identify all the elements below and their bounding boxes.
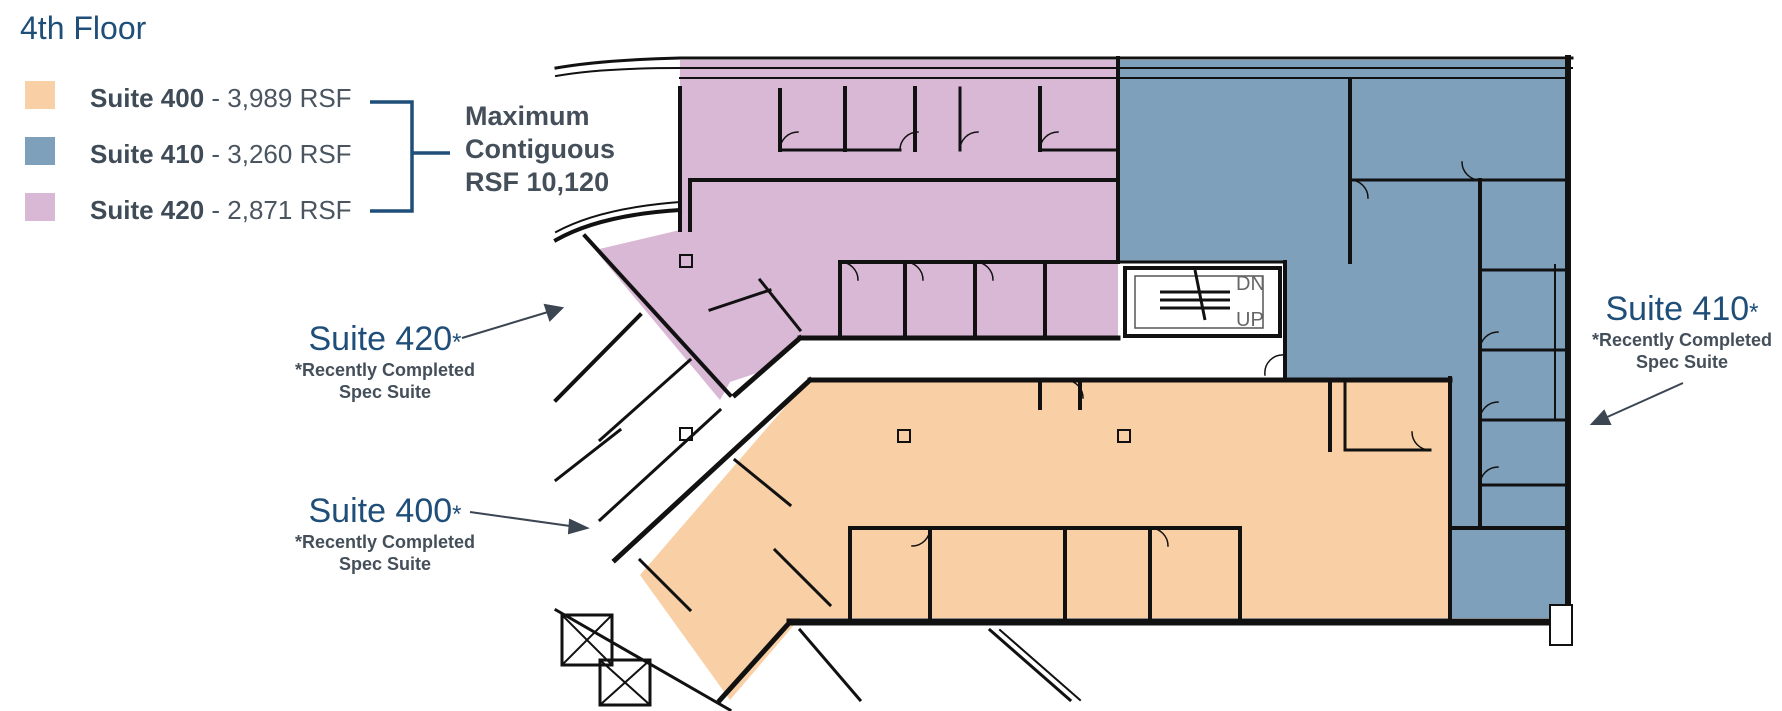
- legend-item-suite-420: Suite 420 - 2,871 RSF: [90, 195, 352, 226]
- max-contiguous-line2: Contiguous: [465, 134, 615, 164]
- legend-name: Suite 400: [90, 83, 205, 113]
- legend-area: 2,871 RSF: [227, 195, 352, 225]
- suite-420-note-line2: Spec Suite: [338, 382, 432, 402]
- suite-410-title: Suite 410: [1605, 290, 1750, 328]
- suite-400-area: [640, 378, 1450, 700]
- suite-420-note-line1: *Recently Completed: [294, 360, 476, 380]
- legend-item-suite-410: Suite 410 - 3,260 RSF: [90, 139, 352, 170]
- suite-400-callout: Suite 400* *Recently Completed Spec Suit…: [280, 492, 490, 575]
- stair-core: [1123, 266, 1282, 338]
- suite-400-note-line1: *Recently Completed: [294, 532, 476, 552]
- suite-420-title: Suite 420: [308, 320, 453, 358]
- suite-410-area: [1118, 60, 1568, 618]
- suite-420-arrow: [461, 311, 549, 339]
- suite-420-callout: Suite 420* *Recently Completed Spec Suit…: [280, 320, 490, 403]
- legend-separator: -: [204, 83, 228, 113]
- max-contiguous-label: Maximum Contiguous RSF 10,120: [465, 100, 615, 199]
- max-contiguous-line1: Maximum: [465, 101, 590, 131]
- suite-420-asterisk: *: [452, 329, 462, 356]
- suite-420-area: [595, 60, 1118, 400]
- legend-swatch-suite-420: [25, 193, 55, 221]
- suite-410-asterisk: *: [1749, 299, 1759, 326]
- suite-410-callout: Suite 410* *Recently Completed Spec Suit…: [1582, 290, 1782, 373]
- suite-400-arrow: [469, 511, 571, 527]
- legend-bracket: [370, 100, 450, 213]
- legend-swatch-suite-400: [25, 81, 55, 109]
- max-contiguous-line3: RSF 10,120: [465, 167, 610, 197]
- suite-400-asterisk: *: [452, 501, 462, 528]
- legend-area: 3,260 RSF: [227, 139, 352, 169]
- legend-name: Suite 420: [90, 195, 205, 225]
- suite-410-note-line2: Spec Suite: [1635, 352, 1729, 372]
- stair-up-label: UP: [1236, 309, 1264, 331]
- legend-swatch-suite-410: [25, 137, 55, 165]
- legend-name: Suite 410: [90, 139, 205, 169]
- suite-400-note-line2: Spec Suite: [338, 554, 432, 574]
- legend-item-suite-400: Suite 400 - 3,989 RSF: [90, 83, 352, 114]
- suite-410-note-line1: *Recently Completed: [1591, 330, 1773, 350]
- legend-separator: -: [204, 139, 228, 169]
- stair-down-label: DN: [1236, 273, 1265, 295]
- suite-410-arrow: [1604, 382, 1684, 419]
- suite-400-title: Suite 400: [308, 492, 453, 530]
- floor-title: 4th Floor: [20, 10, 147, 46]
- legend-separator: -: [204, 195, 228, 225]
- legend-area: 3,989 RSF: [227, 83, 352, 113]
